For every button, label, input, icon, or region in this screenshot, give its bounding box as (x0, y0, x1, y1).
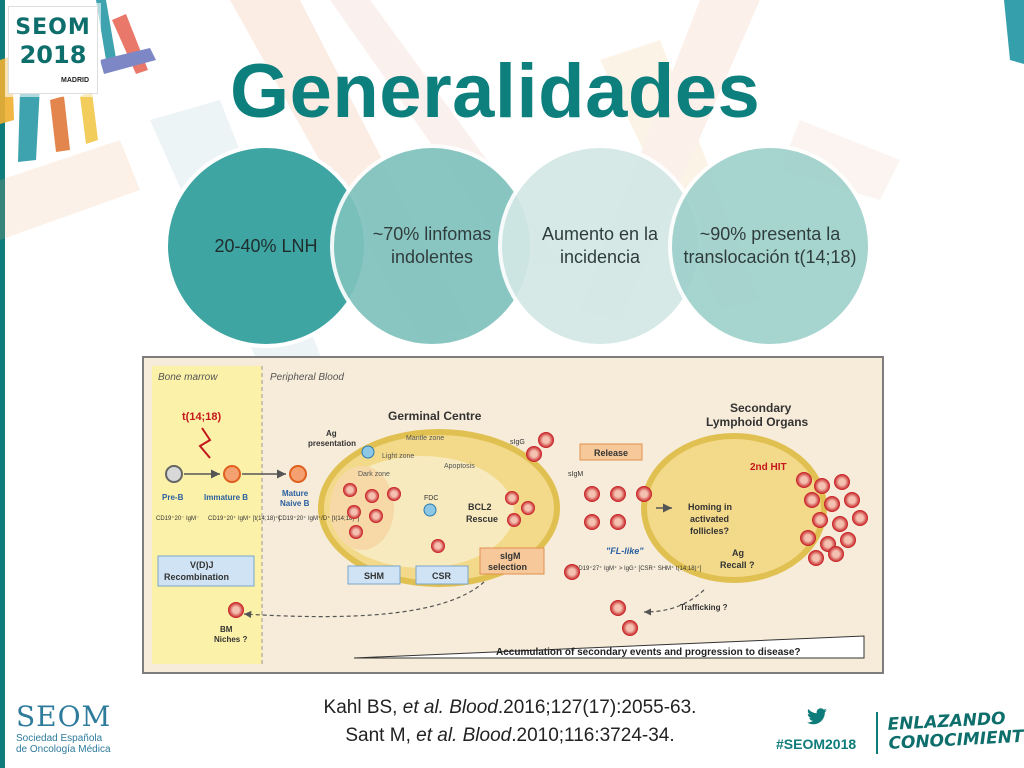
seom-name: SEOM (16, 700, 112, 733)
label-accumulation: Accumulation of secondary events and pro… (496, 647, 801, 658)
seom-full-name-2: de Oncología Médica (16, 744, 111, 755)
logo-seom-text: SEOM (15, 15, 91, 40)
label-niches: Niches ? (214, 635, 247, 644)
label-second-hit: 2nd HIT (750, 462, 787, 473)
twitter-icon (807, 708, 827, 725)
tumor-cell-cluster (796, 472, 868, 566)
label-pre-b-markers: CD19⁺20⁻ IgM⁻ (156, 515, 199, 522)
label-lymphoid-organs: Lymphoid Organs (706, 415, 809, 429)
label-immature-b: Immature B (204, 493, 248, 502)
fact-circle-text: ~90% presenta la translocación t(14;18) (683, 224, 857, 267)
logo-city-text: MADRID (61, 77, 89, 84)
label-sigm-selection-1: sIgM (500, 551, 521, 561)
label-germinal-centre: Germinal Centre (388, 409, 482, 423)
seom-full-name-1: Sociedad Española (16, 733, 103, 744)
label-vdj: V(D)J (190, 560, 214, 570)
citation-journal: Blood (449, 697, 498, 718)
label-sigg: sIgG (510, 439, 525, 446)
label-mature: Mature (282, 489, 309, 498)
fact-circle-text: Aumento en la incidencia (541, 224, 659, 267)
label-secondary: Secondary (730, 401, 792, 415)
citation-1: Kahl BS, et al. Blood.2016;127(17):2055-… (240, 694, 780, 722)
label-translocation: t(14;18) (182, 411, 221, 423)
citation-rest: .2016;127(17):2055-63. (497, 697, 697, 718)
label-fl-like: "FL-like" (606, 546, 644, 556)
logo-year-text: 2018 (19, 41, 87, 69)
label-rescue: Rescue (466, 514, 498, 524)
label-naive-b: Naive B (280, 499, 310, 508)
label-apoptosis: Apoptosis (444, 463, 475, 470)
label-homing-2: activated (690, 514, 729, 524)
label-fl-like-markers: CD19⁺27⁺ IgM⁺ > IgG⁺ [CSR⁺ SHM⁺ t(14;18)… (574, 565, 702, 572)
gc-cells (343, 445, 535, 553)
footer-divider (876, 712, 878, 754)
label-bcl2: BCL2 (468, 502, 492, 512)
fact-circle-text: 20-40% LNH (214, 235, 318, 256)
label-csr: CSR (432, 571, 452, 581)
label-shm: SHM (364, 571, 384, 581)
fact-circle-text: ~70% linfomas indolentes (372, 224, 492, 267)
citation-etal: et al. (402, 697, 444, 718)
label-sigm-selection-2: selection (488, 562, 527, 572)
citation-authors: Sant M, (345, 725, 417, 746)
label-dark-zone: Dark zone (358, 471, 390, 478)
label-immature-markers: CD19⁺20⁺ IgM⁺ [t(14;18)⁺] (208, 515, 280, 522)
label-homing-1: Homing in (688, 502, 732, 512)
citation-authors: Kahl BS, (323, 697, 403, 718)
label-ag-recall-1: Ag (732, 548, 744, 558)
citation-2: Sant M, et al. Blood.2010;116:3724-34. (240, 722, 780, 750)
citation-etal: et al. (416, 725, 458, 746)
label-recombination: Recombination (164, 572, 229, 582)
label-mature-markers: CD19⁺20⁺ IgM⁺/D⁺ [t(14;18)⁺] (278, 515, 360, 522)
citation-journal: Blood (462, 725, 512, 746)
label-mantle-zone: Mantle zone (406, 435, 444, 442)
label-sigm: sIgM (568, 471, 583, 478)
pathogenesis-figure: Bone marrow Peripheral Blood Germinal Ce… (142, 356, 884, 674)
pathogenesis-diagram: Bone marrow Peripheral Blood Germinal Ce… (144, 358, 882, 672)
event-hashtag: #SEOM2018 (776, 736, 857, 752)
label-bm: BM (220, 625, 233, 634)
label-fdc: FDC (424, 495, 438, 502)
label-ag: Ag (326, 429, 337, 438)
fact-circle-translocation: ~90% presenta la translocación t(14;18) (668, 144, 872, 348)
label-homing-3: follicles? (690, 526, 729, 536)
label-peripheral-blood: Peripheral Blood (270, 372, 344, 383)
label-bone-marrow: Bone marrow (158, 372, 218, 383)
left-accent-bar (0, 0, 5, 768)
label-light-zone: Light zone (382, 453, 414, 460)
slide-title: Generalidades (230, 49, 761, 134)
slogan-logo: ENLAZANDO CONOCIMIENTO (887, 708, 1024, 754)
label-ag-recall-2: Recall ? (720, 560, 755, 570)
seom-2018-logo: SEOM 2018 MADRID (8, 6, 98, 94)
citations: Kahl BS, et al. Blood.2016;127(17):2055-… (240, 694, 780, 750)
label-trafficking: Trafficking ? (680, 603, 728, 612)
citation-rest: .2010;116:3724-34. (511, 725, 675, 746)
label-pre-b: Pre-B (162, 493, 184, 502)
label-presentation: presentation (308, 439, 356, 448)
label-release: Release (594, 448, 628, 458)
seom-footer-logo: SEOM Sociedad Española de Oncología Médi… (16, 700, 111, 755)
